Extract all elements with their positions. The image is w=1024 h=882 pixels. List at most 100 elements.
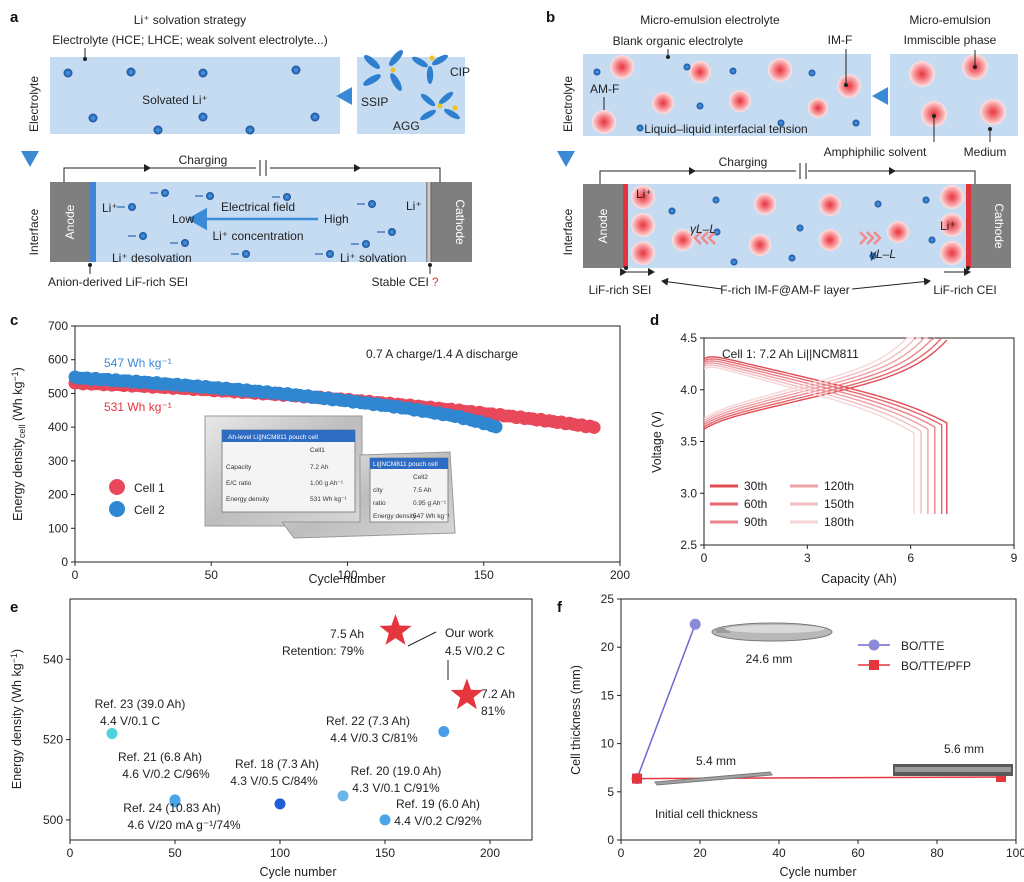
- discharge-curve-150th: [703, 364, 922, 514]
- point-cell-1: [587, 420, 601, 434]
- marker-BO/TTE/PFP: [996, 771, 1006, 782]
- ref22-line2: 4.4 V/0.3 C/81%: [330, 731, 418, 745]
- star-marker: [450, 678, 484, 710]
- tension-label: Liquid–liquid interfacial tension: [644, 122, 807, 136]
- y-tick-label: 25: [601, 592, 615, 606]
- cip-cluster: [412, 54, 448, 84]
- ref24-line2: 4.6 V/20 mA g⁻¹/74%: [127, 818, 240, 832]
- legend-label-150th: 150th: [824, 497, 854, 511]
- xlabel-d: Capacity (Ah): [821, 572, 897, 586]
- y-tick-label: 100: [48, 521, 68, 535]
- immiscible-label: Immiscible phase: [904, 33, 997, 47]
- ref-marker: [274, 798, 286, 810]
- ref18-line2: 4.3 V/0.5 C/84%: [230, 774, 318, 788]
- ref21-line2: 4.6 V/0.2 C/96%: [122, 767, 210, 781]
- ref-marker: [337, 790, 349, 802]
- series-d: [703, 337, 948, 514]
- ours-a-line1: 7.5 Ah: [330, 627, 364, 641]
- x-tick-label: 3: [804, 551, 811, 565]
- x-tick-label: 0: [618, 846, 625, 860]
- agg-label: AGG: [393, 119, 420, 133]
- y-tick-label: 520: [43, 733, 63, 747]
- point-cell-2: [489, 420, 503, 434]
- row-label-electrolyte-a: Electrolyte: [27, 76, 41, 132]
- ref19-line1: Ref. 19 (6.0 Ah): [396, 797, 480, 811]
- y-tick-label: 3.0: [680, 486, 697, 500]
- panel-e-letter: e: [10, 599, 18, 616]
- y-tick-label: 5: [607, 785, 614, 799]
- x-tick-label: 100: [337, 568, 357, 582]
- cei-label-b: LiF-rich CEI: [933, 283, 996, 297]
- marker-BO/TTE/PFP: [632, 773, 642, 784]
- x-tick-label: 40: [772, 846, 786, 860]
- ions-b: [593, 63, 860, 132]
- svg-text:7.5 Ah: 7.5 Ah: [413, 487, 432, 494]
- y-tick-label: 0: [61, 555, 68, 569]
- gamma-1: γL–L: [690, 222, 716, 236]
- xlabel-f: Cycle number: [779, 865, 856, 879]
- micro-emulsion-box: [890, 54, 1018, 136]
- ref-marker: [106, 728, 118, 740]
- legend-label-180th: 180th: [824, 515, 854, 529]
- svg-text:Capacity: Capacity: [226, 464, 252, 471]
- thickness-56: 5.6 mm: [944, 742, 984, 756]
- gamma-2: γL–L: [870, 247, 896, 261]
- ssip-cluster: [363, 50, 403, 91]
- x-tick-label: 150: [474, 568, 494, 582]
- li-right-b: Li⁺: [940, 219, 956, 233]
- panel-a-title: Li⁺ solvation strategy: [134, 13, 246, 27]
- ref24-line1: Ref. 24 (10.83 Ah): [123, 801, 220, 815]
- agg-cluster: [420, 91, 460, 121]
- ours-b-line2: 81%: [481, 704, 505, 718]
- low-label: Low: [172, 212, 194, 226]
- li-right-a: Li⁺: [406, 199, 422, 213]
- field-label: Electrical field: [221, 200, 295, 214]
- legend-f: BO/TTE BO/TTE/PFP: [858, 639, 971, 673]
- charge-curve-60th: [703, 337, 943, 428]
- cell1-energy-label: 531 Wh kg⁻¹: [104, 400, 172, 414]
- points-e: [106, 614, 484, 826]
- y-tick-label: 500: [43, 813, 63, 827]
- x-tick-label: 0: [72, 568, 79, 582]
- line-BO/TTE: [636, 623, 696, 779]
- legend-label-30th: 30th: [744, 479, 767, 493]
- discharge-curve-60th: [703, 358, 943, 514]
- condition-label: 0.7 A charge/1.4 A discharge: [366, 347, 518, 361]
- ref23-line2: 4.4 V/0.1 C: [100, 714, 160, 728]
- y-tick-label: 4.0: [680, 383, 697, 397]
- charge-curve-120th: [703, 337, 928, 424]
- legend-label-120th: 120th: [824, 479, 854, 493]
- sei-label-b: LiF-rich SEI: [589, 283, 652, 297]
- row-label-interface-a: Interface: [27, 208, 41, 255]
- svg-text:E/C ratio: E/C ratio: [226, 480, 252, 487]
- svg-text:531 Wh kg⁻¹: 531 Wh kg⁻¹: [310, 496, 348, 503]
- series-c: [68, 370, 601, 434]
- legend-label-90th: 90th: [744, 515, 767, 529]
- x-tick-label: 80: [930, 846, 944, 860]
- ssip-label: SSIP: [361, 95, 388, 109]
- photo2-title: Li||NCM811 pouch cell: [373, 461, 438, 468]
- xlabel-e: Cycle number: [259, 865, 336, 879]
- solvated-label: Solvated Li⁺: [142, 93, 208, 107]
- legend-cell2: Cell 2: [134, 503, 165, 517]
- panel-a-letter: a: [10, 9, 19, 26]
- ref-marker: [169, 796, 181, 808]
- row-label-interface-b: Interface: [561, 208, 575, 255]
- thin-cell-photo-2: [893, 764, 1013, 776]
- legend-bo-tte-pfp: BO/TTE/PFP: [901, 659, 971, 673]
- y-tick-label: 20: [601, 640, 615, 654]
- ref18-line1: Ref. 18 (7.3 Ah): [235, 757, 319, 771]
- li-left-a: Li⁺: [102, 201, 118, 215]
- x-tick-label: 50: [168, 846, 182, 860]
- ylabel-f: Cell thickness (mm): [569, 665, 583, 775]
- svg-text:0.95 g Ah⁻¹: 0.95 g Ah⁻¹: [413, 500, 447, 507]
- cei-label-a: Stable CEI?: [371, 275, 438, 289]
- panel-c-letter: c: [10, 312, 18, 329]
- anode-label-b: Anode: [596, 208, 610, 243]
